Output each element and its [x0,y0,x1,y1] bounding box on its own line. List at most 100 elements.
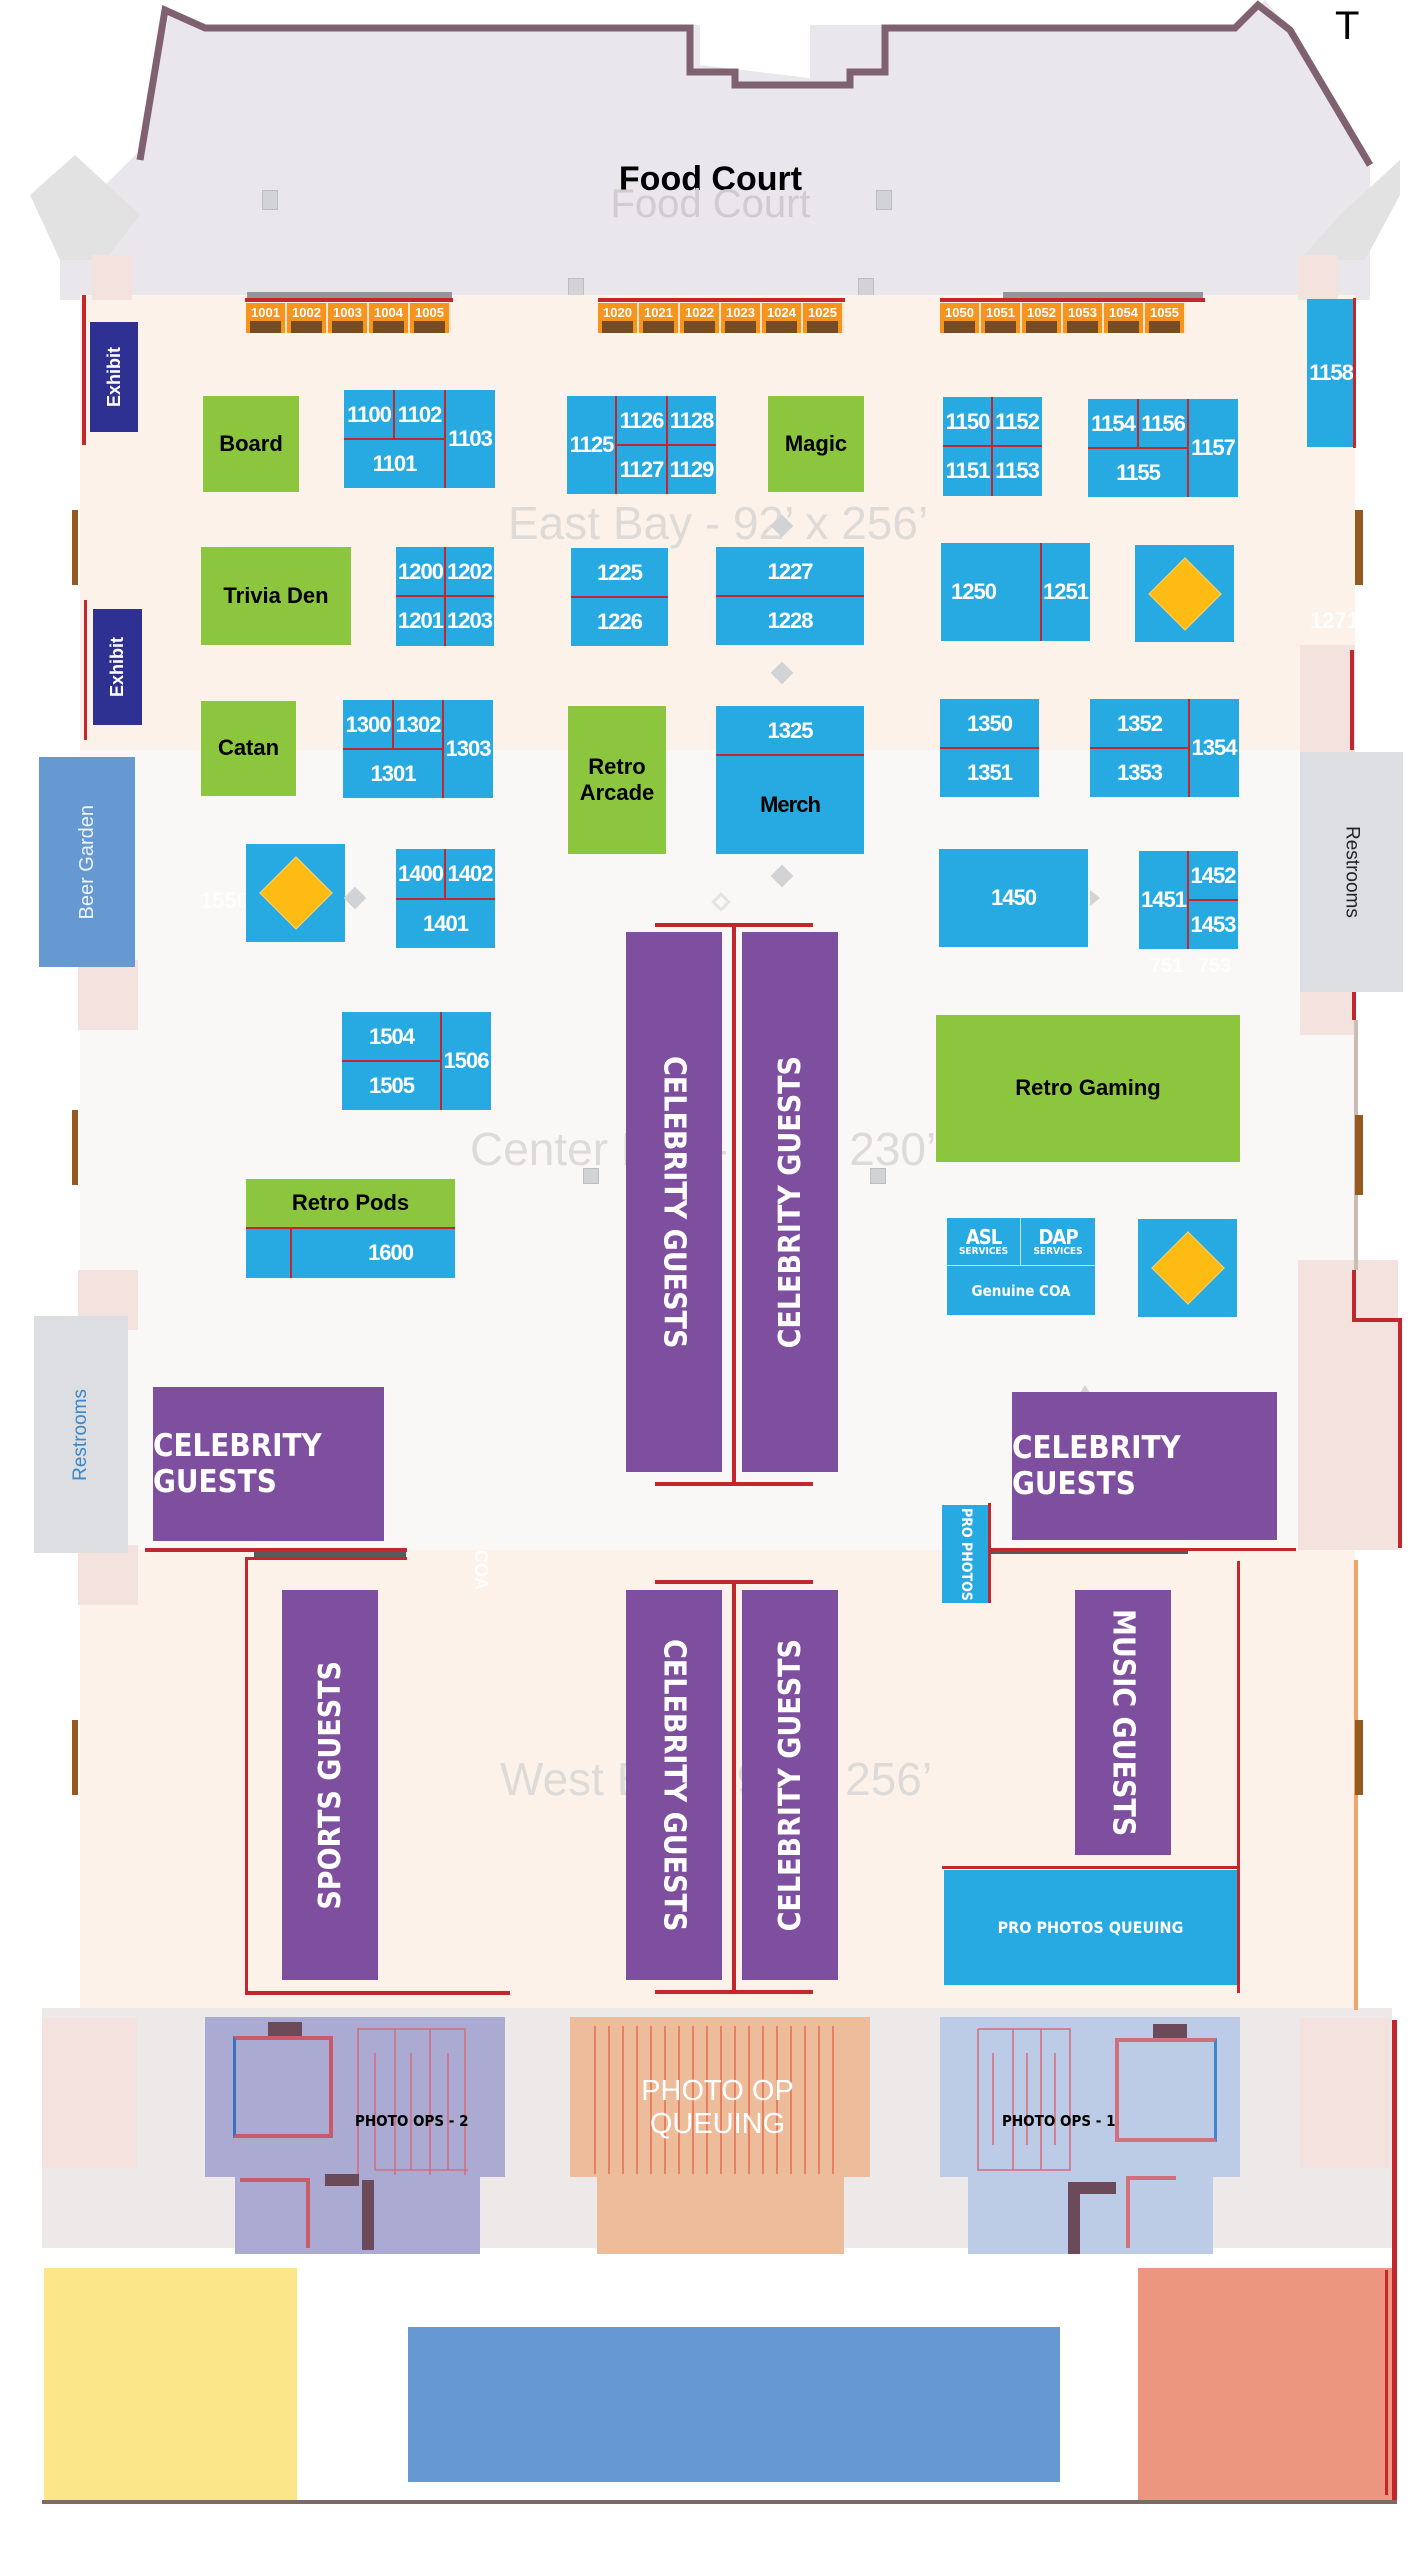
booth-1203[interactable]: 1203 [445,596,494,646]
area-beer-garden[interactable]: Beer Garden [39,757,135,967]
booth-751[interactable]: 751 [1150,955,1184,977]
booth-1153[interactable]: 1153 [992,446,1042,496]
booth-1128[interactable]: 1128 [667,396,716,445]
booth-1271[interactable]: 1271 [1310,608,1359,633]
booth-1228[interactable]: 1228 [716,596,864,645]
booth-1452[interactable]: 1452 [1188,851,1238,900]
exhibit-area-2[interactable]: Exhibit [93,609,142,725]
booth-1354[interactable]: 1354 [1189,699,1239,797]
food-booth-1052[interactable]: 1052 [1022,303,1063,333]
booth-1250[interactable]: 1250 [941,543,1041,641]
dap-services-booth[interactable]: DAP SERVICES [1021,1218,1095,1266]
celebrity-guests-center-left[interactable]: CELEBRITY GUESTS [626,932,722,1472]
booth-1151[interactable]: 1151 [943,446,992,496]
booth-1550[interactable]: 1550 [200,888,249,913]
booth-1155[interactable]: 1155 [1088,448,1188,497]
pro-photos-booth[interactable]: PRO PHOTOS [942,1505,990,1603]
asl-services-booth[interactable]: ASL SERVICES [947,1218,1021,1266]
booth-1353[interactable]: 1353 [1090,748,1189,797]
restrooms-left[interactable]: Restrooms [34,1316,128,1553]
booth-1506[interactable]: 1506 [441,1012,491,1110]
booth-1200[interactable]: 1200 [396,547,445,596]
booth-1100[interactable]: 1100 [344,390,394,439]
booth-1302[interactable]: 1302 [393,700,443,749]
booth-1158[interactable]: 1158 [1307,299,1355,447]
food-booth-1004[interactable]: 1004 [369,303,410,333]
booth-1251[interactable]: 1251 [1041,543,1090,641]
booth-1156[interactable]: 1156 [1138,399,1188,448]
booth-1201[interactable]: 1201 [396,596,445,646]
area-retro-gaming[interactable]: Retro Gaming [936,1015,1240,1162]
food-booth-1020[interactable]: 1020 [598,303,639,333]
booth-1453[interactable]: 1453 [1188,900,1238,949]
celebrity-guests-west-right[interactable]: CELEBRITY GUESTS [742,1590,838,1980]
booth-753[interactable]: 753 [1198,955,1232,977]
booth-1401[interactable]: 1401 [396,899,495,948]
booth-1127[interactable]: 1127 [616,445,667,494]
area-magic[interactable]: Magic [768,396,864,492]
booth-1451[interactable]: 1451 [1139,851,1188,949]
booth-1352[interactable]: 1352 [1090,699,1189,748]
booth-1350[interactable]: 1350 [940,699,1039,748]
area-retro-arcade[interactable]: Retro Arcade [568,706,666,854]
booth-1225[interactable]: 1225 [571,548,668,597]
booth-1227[interactable]: 1227 [716,547,864,596]
booth-1152[interactable]: 1152 [992,397,1042,446]
info-booth-east[interactable] [1135,545,1234,642]
genuine-coa-booth[interactable]: Genuine COA [947,1266,1095,1315]
booth-1301[interactable]: 1301 [343,749,443,798]
photo-op-queuing-area[interactable] [570,2017,870,2177]
booth-1102[interactable]: 1102 [394,390,445,439]
info-booth-center[interactable] [246,844,345,942]
photo-ops-1-area[interactable] [940,2017,1240,2177]
booth-1450[interactable]: 1450 [939,849,1088,947]
booth-1101[interactable]: 1101 [344,439,445,488]
celebrity-guests-right[interactable]: CELEBRITY GUESTS [1012,1392,1277,1540]
celebrity-guests-center-right[interactable]: CELEBRITY GUESTS [742,932,838,1472]
booth-1125[interactable]: 1125 [567,396,616,494]
food-booth-1055[interactable]: 1055 [1145,303,1186,333]
booth-1157[interactable]: 1157 [1188,399,1238,497]
booth-1300[interactable]: 1300 [343,700,393,749]
area-merch[interactable]: Merch [716,755,864,854]
area-retro-pods[interactable]: Retro Pods [246,1179,455,1228]
sports-guests[interactable]: SPORTS GUESTS [282,1590,378,1980]
info-booth-center-right[interactable] [1138,1219,1237,1317]
booth-1226[interactable]: 1226 [571,597,668,646]
booth-1505[interactable]: 1505 [342,1061,441,1110]
booth-1400[interactable]: 1400 [396,849,445,899]
food-booth-1051[interactable]: 1051 [981,303,1022,333]
booth-1504[interactable]: 1504 [342,1012,441,1061]
salmon-zone[interactable] [1138,2268,1392,2500]
food-booth-1053[interactable]: 1053 [1063,303,1104,333]
food-booth-1001[interactable]: 1001 [246,303,287,333]
restrooms-right[interactable]: Restrooms [1300,752,1403,992]
food-booth-1005[interactable]: 1005 [410,303,451,333]
booth-1154[interactable]: 1154 [1088,399,1138,448]
celebrity-guests-left[interactable]: CELEBRITY GUESTS [153,1387,384,1541]
area-board[interactable]: Board [203,396,299,492]
area-catan[interactable]: Catan [201,701,296,796]
booth-1402[interactable]: 1402 [445,849,495,899]
food-booth-1021[interactable]: 1021 [639,303,680,333]
booth-1150[interactable]: 1150 [943,397,992,446]
photo-ops-2-area[interactable] [205,2017,505,2177]
food-booth-1024[interactable]: 1024 [762,303,803,333]
pro-photos-queuing[interactable]: PRO PHOTOS QUEUING [944,1870,1237,1985]
booth-1600-area[interactable]: 1600 [246,1228,455,1278]
exhibit-area-1[interactable]: Exhibit [90,322,138,432]
food-booth-1054[interactable]: 1054 [1104,303,1145,333]
food-booth-1050[interactable]: 1050 [940,303,981,333]
booth-1351[interactable]: 1351 [940,748,1039,797]
food-booth-1003[interactable]: 1003 [328,303,369,333]
booth-1202[interactable]: 1202 [445,547,494,596]
booth-1103[interactable]: 1103 [445,390,495,488]
area-trivia-den[interactable]: Trivia Den [201,547,351,645]
food-booth-1023[interactable]: 1023 [721,303,762,333]
blue-zone[interactable] [408,2327,1060,2482]
celebrity-guests-west-left[interactable]: CELEBRITY GUESTS [626,1590,722,1980]
food-booth-1002[interactable]: 1002 [287,303,328,333]
music-guests[interactable]: MUSIC GUESTS [1075,1590,1171,1855]
food-booth-1022[interactable]: 1022 [680,303,721,333]
booth-1303[interactable]: 1303 [443,700,493,798]
